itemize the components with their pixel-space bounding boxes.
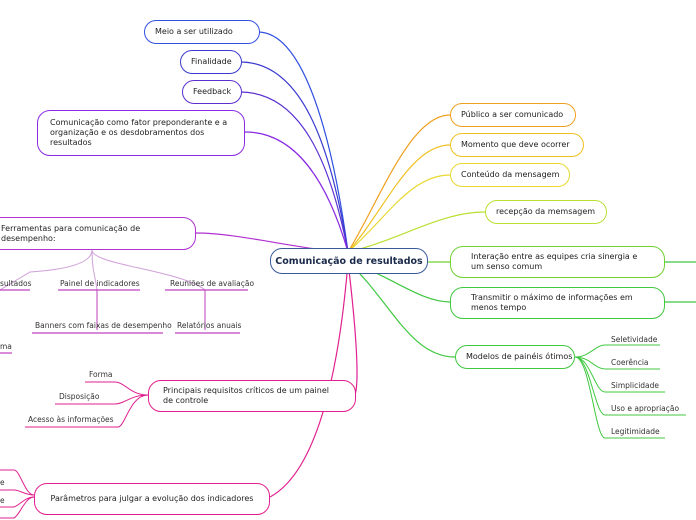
leaf-painel-indicadores[interactable]: Painel de indicadores bbox=[60, 279, 140, 288]
node-requisitos[interactable]: Principais requisitos críticos de um pai… bbox=[148, 380, 356, 412]
leaf-uso-apropriacao[interactable]: Uso e apropriação bbox=[611, 404, 680, 413]
leaf-acesso[interactable]: Acesso às informações bbox=[28, 415, 114, 424]
node-modelos[interactable]: Modelos de painéis ótimos bbox=[455, 345, 575, 369]
node-comunicacao-fator[interactable]: Comunicação como fator preponderante e a… bbox=[37, 110, 245, 156]
central-topic[interactable]: Comunicação de resultados bbox=[270, 248, 428, 274]
leaf-forma-partial[interactable]: ma bbox=[0, 342, 12, 351]
node-ferramentas[interactable]: Ferramentas para comunicação de desempen… bbox=[0, 217, 196, 250]
node-feedback[interactable]: Feedback bbox=[182, 80, 242, 104]
node-parametros[interactable]: Parâmetros para julgar a evolução dos in… bbox=[34, 483, 270, 515]
leaf-coerencia[interactable]: Coerência bbox=[611, 358, 649, 367]
node-recepcao[interactable]: recepção da memsagem bbox=[485, 200, 607, 224]
node-conteudo[interactable]: Conteúdo da mensagem bbox=[450, 163, 570, 187]
node-publico[interactable]: Público a ser comunicado bbox=[450, 103, 576, 127]
leaf-seletividade[interactable]: Seletividade bbox=[611, 335, 658, 344]
node-finalidade[interactable]: Finalidade bbox=[180, 50, 242, 74]
leaf-reunioes[interactable]: Reuniões de avaliação bbox=[170, 279, 255, 288]
node-transmitir[interactable]: Transmitir o máximo de informações em me… bbox=[450, 287, 665, 319]
leaf-parametro-1[interactable]: e bbox=[0, 478, 5, 487]
leaf-simplicidade[interactable]: Simplicidade bbox=[611, 381, 660, 390]
leaf-legitimidade[interactable]: Legitimidade bbox=[611, 427, 660, 436]
leaf-forma[interactable]: Forma bbox=[89, 370, 113, 379]
leaf-disposicao[interactable]: Disposição bbox=[59, 392, 100, 401]
leaf-banners[interactable]: Banners com faixas de desempenho bbox=[35, 321, 172, 330]
node-momento[interactable]: Momento que deve ocorrer bbox=[450, 133, 584, 157]
leaf-relatorios[interactable]: Relatórios anuais bbox=[177, 321, 242, 330]
leaf-parametro-2[interactable]: e bbox=[0, 496, 5, 505]
node-meio[interactable]: Meio a ser utilizado bbox=[144, 20, 260, 44]
node-interacao[interactable]: Interação entre as equipes cria sinergia… bbox=[450, 246, 665, 278]
leaf-resultados[interactable]: sultados bbox=[0, 279, 32, 288]
